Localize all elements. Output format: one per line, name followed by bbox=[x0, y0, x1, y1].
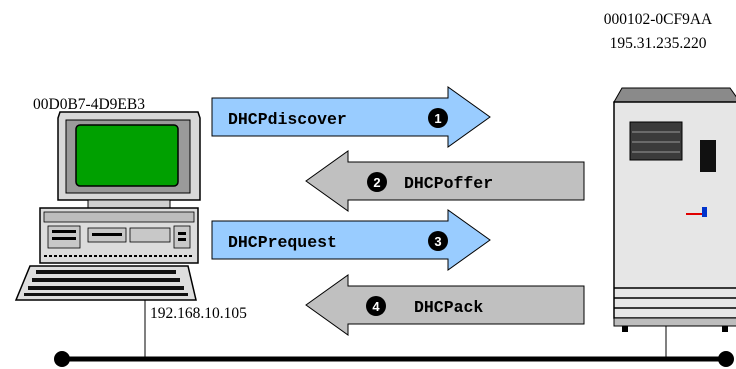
arrow-shape-request bbox=[211, 209, 491, 271]
server-mac: 000102-0CF9AA bbox=[603, 11, 713, 28]
message-label-discover: DHCPdiscover bbox=[228, 110, 347, 129]
client-mac: 00D0B7-4D9EB3 bbox=[33, 96, 145, 113]
step-number-3: 3 bbox=[434, 234, 441, 249]
message-dhcpdiscover: DHCPdiscover 1 bbox=[211, 86, 491, 148]
step-badge-1 bbox=[428, 108, 448, 128]
step-number-2: 2 bbox=[373, 175, 380, 190]
bus-end-left bbox=[54, 351, 70, 367]
network-bus bbox=[54, 300, 734, 367]
step-badge-4 bbox=[366, 296, 386, 316]
message-dhcpoffer: 2 DHCPoffer bbox=[305, 150, 585, 212]
message-dhcprequest: DHCPrequest 3 bbox=[211, 209, 491, 271]
message-label-request: DHCPrequest bbox=[228, 233, 337, 252]
arrow-shape-offer bbox=[305, 150, 585, 212]
message-label-offer: DHCPoffer bbox=[404, 174, 493, 193]
server-labels: 000102-0CF9AA 195.31.235.220 bbox=[578, 8, 736, 56]
step-badge-3 bbox=[428, 231, 448, 251]
server-icon bbox=[613, 87, 736, 332]
message-dhcpack: 4 DHCPack bbox=[305, 274, 585, 336]
arrow-shape-discover bbox=[211, 86, 491, 148]
step-number-4: 4 bbox=[372, 299, 380, 314]
client-computer-icon bbox=[14, 111, 201, 301]
server-ip: 195.31.235.220 bbox=[609, 35, 707, 52]
message-label-ack: DHCPack bbox=[414, 298, 483, 317]
bus-end-right bbox=[718, 351, 734, 367]
step-badge-2 bbox=[367, 172, 387, 192]
client-ip: 192.168.10.105 bbox=[150, 305, 247, 322]
step-number-1: 1 bbox=[434, 111, 441, 126]
arrow-shape-ack bbox=[305, 274, 585, 336]
